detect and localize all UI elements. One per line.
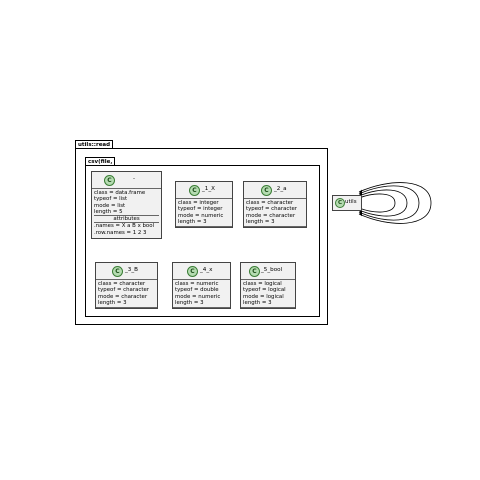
utils-self-links [358,182,432,224]
class-field: class = character [246,200,294,206]
class-3-b: C _3_B class = character typeof = charac… [95,262,158,309]
class-field: length = 5 [94,208,123,215]
attributes-header: attributes [94,215,159,224]
class-field: mode = character [98,293,148,300]
class-name: _2_a [274,186,287,192]
class-c-icon: C [112,266,123,277]
class-name: - [133,176,136,182]
class-field: typeof = logical [243,287,286,294]
class-field: class = data.frame [94,190,146,196]
class-field: length = 3 [98,299,127,306]
self-link-arc [358,185,420,221]
self-link-arc [358,189,408,217]
class-name: utils [345,198,357,205]
class-field: mode = numeric [178,212,224,219]
class-c-icon: C [104,175,115,186]
class-field: length = 3 [175,299,204,306]
class-field: length = 3 [178,218,207,225]
package-tab-csv: csv(file, [85,157,116,166]
package-tab-utils-read: utils::read [75,140,114,149]
package-label: utils::read [78,142,111,148]
class-field: class = numeric [175,281,219,287]
class-c-icon: C [249,266,260,277]
class-field: .names = X a B x bool [94,223,155,230]
class-field: typeof = double [175,287,219,294]
self-link-arc [358,193,396,213]
class-field: class = integer [178,200,219,206]
class-2-a: C _2_a class = character typeof = charac… [243,181,307,228]
class-field: class = logical [243,281,282,287]
class-field: typeof = character [246,206,297,213]
class-utils: C utils [332,195,362,211]
class-field: class = character [98,281,146,287]
class-name: _3_B [125,267,138,273]
class-name: _5_bool [261,267,283,273]
class-4-x: C _4_x class = numeric typeof = double m… [172,262,231,309]
class-5-bool: C _5_bool class = logical typeof = logic… [240,262,296,309]
class-field: mode = list [94,202,126,209]
self-link-arc [358,182,432,224]
class-name: _4_x [200,267,213,273]
arrowhead [359,211,362,217]
class-field: length = 3 [246,218,275,225]
class-field: typeof = list [94,196,128,203]
class-field: length = 3 [243,299,272,306]
class-field: typeof = integer [178,206,223,213]
class-field: mode = numeric [175,293,221,300]
class-c-icon: C [261,185,272,196]
arrowhead [359,189,362,195]
class-c-icon: C [335,198,345,208]
class-c-icon: C [189,185,200,196]
class-field: mode = character [246,212,296,219]
class-field: .row.names = 1 2 3 [94,229,147,236]
class-field: typeof = character [98,287,149,294]
class-dataframe: C - class = data.frame typeof = list mod… [91,171,162,239]
class-field: mode = logical [243,293,284,300]
class-c-icon: C [187,266,198,277]
class-1-x: C _1_X class = integer typeof = integer … [175,181,233,228]
class-name: _1_X [202,186,215,192]
package-label: csv(file, [88,159,113,165]
